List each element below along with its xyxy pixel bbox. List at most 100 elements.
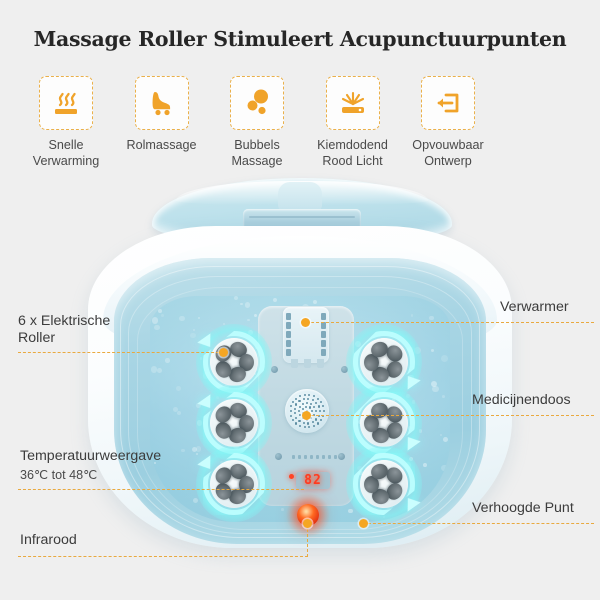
control-side-button <box>271 366 278 373</box>
badge-icon-box <box>230 76 284 130</box>
bubble-jet-hole <box>306 401 309 404</box>
leader-line-verhoogde-punt <box>363 523 594 524</box>
annotation-text: Infrarood <box>20 532 77 548</box>
control-side-button <box>341 366 348 373</box>
heater-vent-slot <box>321 322 326 329</box>
bubble-disc <box>285 389 329 433</box>
water-bubble <box>175 385 181 391</box>
heater-module <box>283 307 329 368</box>
bubble-jet-hole <box>311 421 314 424</box>
bubble-jet-hole <box>315 418 318 421</box>
water-bubble <box>192 328 195 332</box>
bubble-jet-hole <box>292 401 295 404</box>
water-bubble <box>234 296 238 300</box>
feature-badge-kiemdodend-rood-licht: Kiemdodend Rood Licht <box>309 76 397 169</box>
electric-roller <box>196 385 272 461</box>
electric-roller <box>346 446 422 522</box>
water-bubble <box>441 464 448 471</box>
annotation-label-infrarood: Infrarood <box>20 532 77 549</box>
bubble-jet-hole <box>319 418 322 421</box>
annotation-label-verwarmer: Verwarmer <box>500 299 569 316</box>
water-bubble <box>441 354 449 362</box>
water-bubble <box>239 302 243 306</box>
bubble-jet-hole <box>318 410 321 413</box>
bubble-jet-hole <box>299 425 302 428</box>
bubble-jet-hole <box>301 408 305 411</box>
bubble-jet-hole <box>293 407 296 410</box>
bubble-jet-hole <box>313 405 316 408</box>
badge-label: Snelle Verwarming <box>32 138 100 168</box>
feature-badge-bubbels-massage: Bubbels Massage <box>213 76 301 169</box>
water-bubble <box>430 349 434 353</box>
control-dot <box>334 455 337 459</box>
bubble-jet-hole <box>290 414 293 417</box>
bubble-jet-hole <box>311 398 314 401</box>
water-bubble <box>244 302 251 309</box>
electric-roller <box>346 385 422 461</box>
bubble-jet-hole <box>292 418 295 421</box>
water-bubble <box>164 504 168 508</box>
badge-icon-box <box>134 76 189 130</box>
bubble-jet-hole <box>303 393 306 396</box>
water-bubble <box>165 358 170 363</box>
water-bubble <box>222 323 225 326</box>
bubble-jet-hole <box>314 410 317 413</box>
bubble-jet-hole <box>302 422 305 425</box>
leader-line-medicijnendoos <box>306 415 594 416</box>
lid-hinge <box>243 209 361 231</box>
water-bubble <box>281 508 285 511</box>
water-bubble <box>445 299 450 303</box>
bubble-jet-hole <box>310 402 313 405</box>
control-dot <box>310 455 313 459</box>
bubble-jet-hole <box>295 397 298 400</box>
roller-rotation-arc <box>203 453 265 515</box>
annotation-sub-temperatuurweergave: 36℃ tot 48℃ <box>20 467 97 484</box>
hinge-seam <box>249 216 355 218</box>
bubble-jet-hole <box>308 426 311 429</box>
led-temperature-display: 82 <box>296 472 330 489</box>
water-bubble <box>181 448 185 453</box>
control-dot <box>304 455 307 459</box>
water-bubble <box>195 452 198 456</box>
infrared-lamp <box>297 504 319 526</box>
water-bubble <box>172 406 178 412</box>
badge-icon-box <box>325 76 380 130</box>
bubble-jet-hole <box>298 419 301 423</box>
water-bubble <box>429 315 434 321</box>
water-bubble <box>436 492 441 497</box>
bubble-jet-hole <box>307 397 310 400</box>
bubbles-icon <box>247 89 268 115</box>
water-bubble <box>154 324 160 331</box>
bubble-jet-hole <box>308 406 311 409</box>
annotation-label-medicijnendoos: Medicijnendoos <box>472 392 571 409</box>
water-bubble <box>430 380 438 388</box>
led-value: 82 <box>304 473 322 488</box>
water-bubble <box>253 313 258 318</box>
heater-vent-slot <box>286 322 291 329</box>
badge-label: Bubbels Massage <box>231 138 283 168</box>
electric-roller <box>346 324 422 400</box>
bubble-jet-hole <box>317 405 320 408</box>
water-bubble <box>195 446 201 452</box>
heater-vent-slot <box>286 313 291 320</box>
water-bubble <box>272 297 278 303</box>
water-bubble <box>432 385 439 392</box>
water-bubble <box>443 437 448 442</box>
bubble-jet-hole <box>322 410 325 413</box>
control-dot <box>322 455 325 459</box>
leader-line-verwarmer <box>306 322 594 323</box>
water-bubble <box>150 366 158 373</box>
heater-foot <box>317 359 324 368</box>
bubble-jet-hole <box>310 410 313 413</box>
water-bubble <box>247 318 250 322</box>
bubble-jet-hole <box>316 397 319 400</box>
bubble-jet-hole <box>312 425 315 428</box>
bubble-jet-hole <box>298 400 301 403</box>
water-bubble <box>312 299 317 304</box>
bellows-ridge <box>120 266 480 538</box>
annotation-label-elektrische-roller: 6 x Elektrische Roller <box>18 313 110 347</box>
bubble-jet-hole <box>302 397 305 401</box>
annotation-text: 6 x Elektrische Roller <box>18 313 111 346</box>
water-bubble <box>196 403 201 408</box>
bubble-jet-hole <box>295 403 298 406</box>
